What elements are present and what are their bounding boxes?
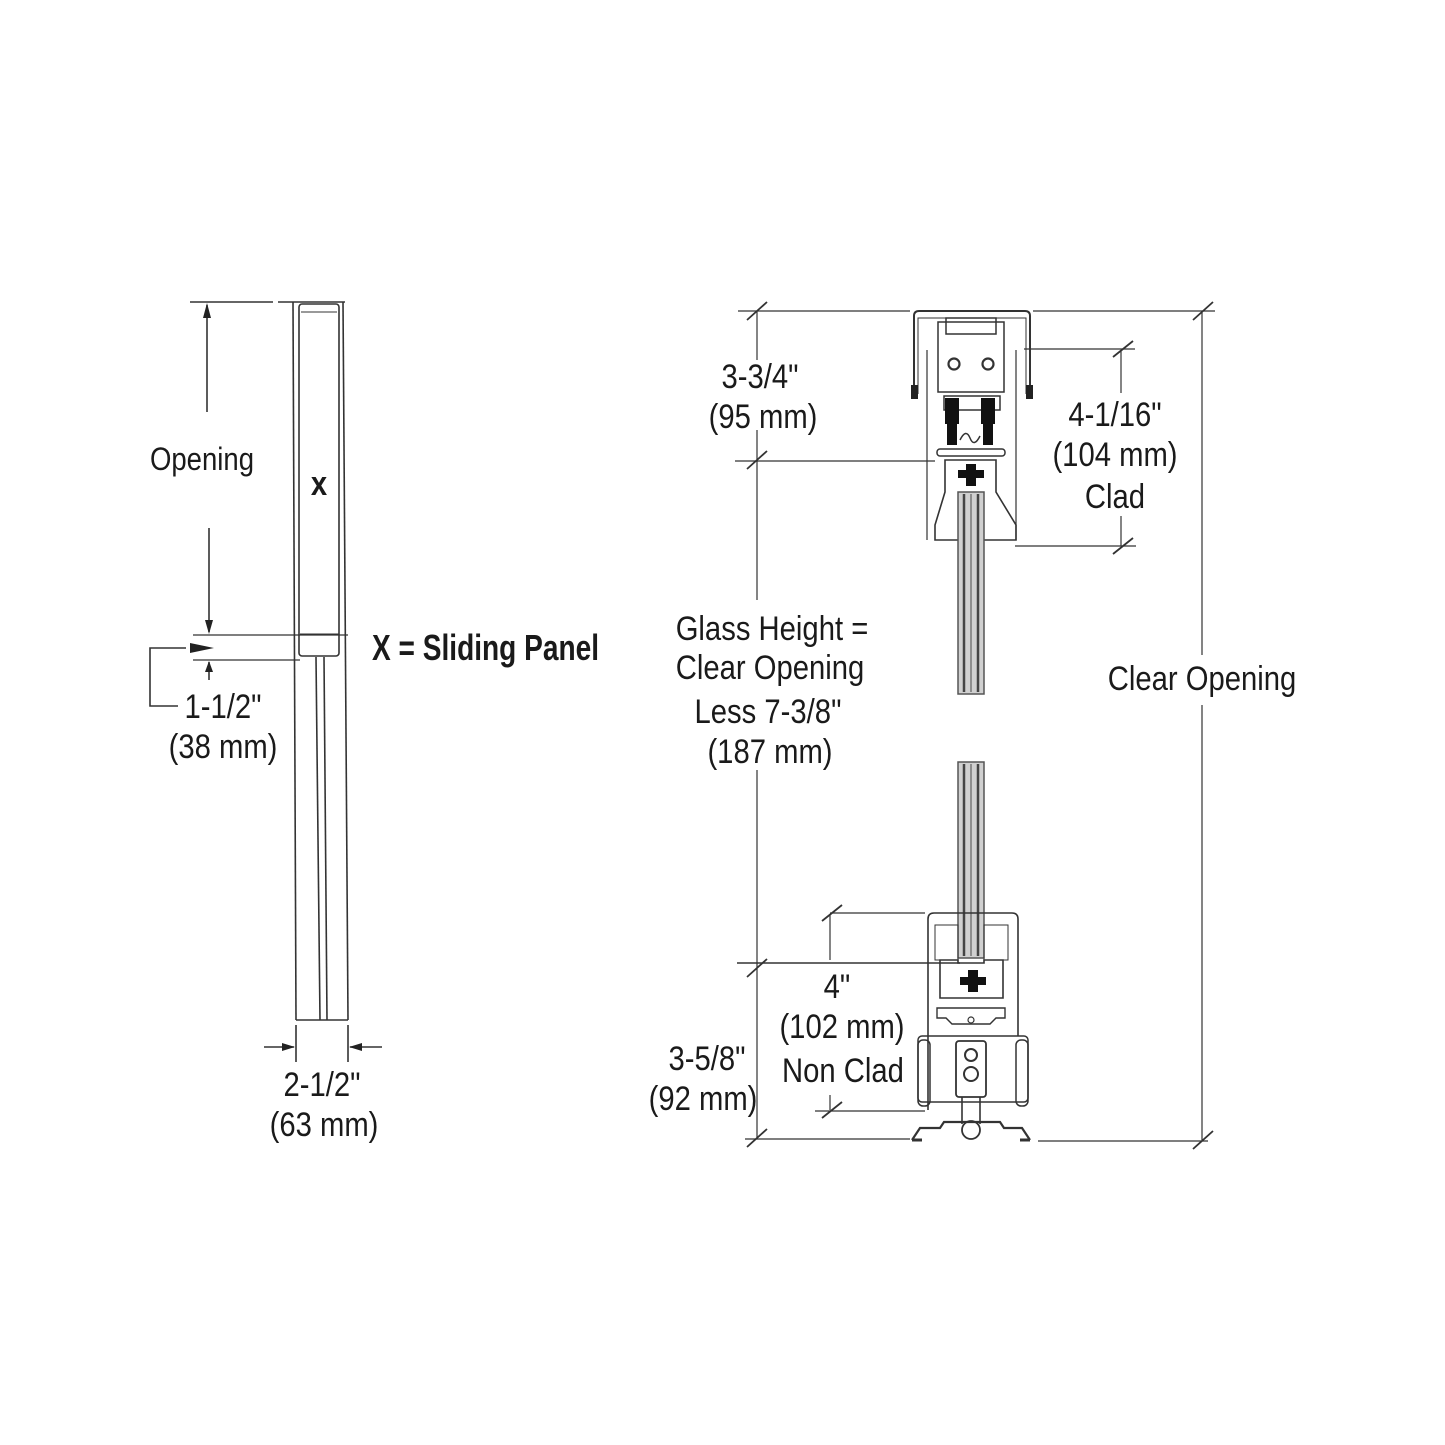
top-track-dim-imperial: 3-3/4" [721,358,799,396]
glass-height-line4: (187 mm) [707,733,833,771]
non-clad-dim-metric: (102 mm) [779,1008,905,1046]
sliding-panel-marker: x [310,465,328,503]
glass-height-line3: Less 7-3/8" [694,693,842,731]
glass-height-line2: Clear Opening [675,649,865,687]
overlap-dim-imperial: 1-1/2" [184,688,262,726]
sliding-panel-legend: X = Sliding Panel [372,627,600,668]
width-dim-imperial: 2-1/2" [283,1066,361,1104]
clad-dim-metric: (104 mm) [1052,436,1178,474]
top-track-assembly [911,310,1033,541]
bottom-track-dim-imperial: 3-5/8" [668,1040,746,1078]
glass-panel [957,491,985,959]
glass-height-line1: Glass Height = [675,610,869,648]
opening-label: Opening [149,441,255,477]
overlap-dim-metric: (38 mm) [168,728,278,766]
top-track-dim-metric: (95 mm) [708,398,818,436]
clad-dim-imperial: 4-1/16" [1068,396,1162,434]
width-dim-metric: (63 mm) [269,1106,379,1144]
left-elevation-view [149,301,382,1062]
clear-opening-label: Clear Opening [1100,660,1304,699]
non-clad-dim-note: Non Clad [782,1052,904,1090]
clad-dim-note: Clad [1084,478,1146,516]
right-section-view [735,301,1215,1150]
non-clad-dim-imperial: 4" [823,968,851,1006]
bottom-track-dim-metric: (92 mm) [648,1080,758,1118]
bottom-track-assembly [737,904,1031,1142]
